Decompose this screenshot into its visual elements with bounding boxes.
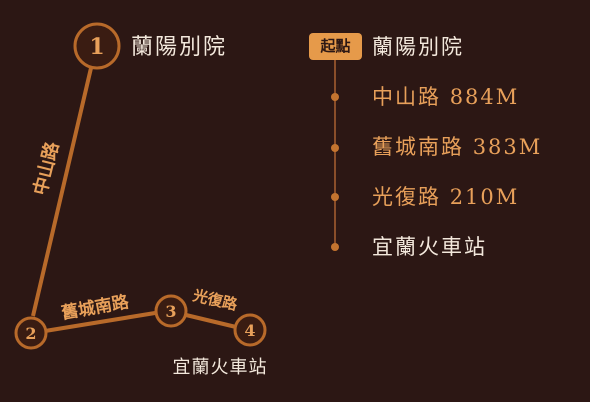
road-line-zhongshan [31, 67, 93, 317]
node-2: 2 [14, 316, 48, 350]
start-badge: 起點 [309, 33, 362, 60]
route-leg-1: 中山路 884M [372, 83, 519, 111]
route-leg-road: 光復路 [372, 185, 441, 209]
route-origin: 蘭陽別院 [372, 35, 464, 59]
route-leg-distance: 210M [449, 185, 520, 209]
timeline-dot [331, 243, 339, 251]
node-1-number: 1 [89, 34, 104, 60]
road-line-jiuchengnan [44, 311, 156, 333]
node-1: 1 [73, 22, 121, 70]
node-3-number: 3 [165, 302, 176, 321]
timeline-dot [331, 193, 339, 201]
node-3: 3 [154, 294, 188, 328]
node-4: 4 [233, 313, 267, 347]
timeline-dot [331, 93, 339, 101]
node-1-label: 蘭陽別院 [131, 35, 227, 60]
route-leg-3: 光復路 210M [372, 183, 519, 211]
node-4-label: 宜蘭火車站 [173, 357, 268, 378]
route-timeline-line [334, 60, 336, 250]
road-line-guangfu [185, 313, 237, 329]
route-leg-distance: 884M [449, 85, 520, 109]
route-leg-2: 舊城南路 383M [372, 133, 542, 161]
route-leg-distance: 383M [472, 135, 543, 159]
node-4-number: 4 [244, 321, 255, 340]
node-2-number: 2 [25, 324, 36, 343]
route-leg-road: 舊城南路 [372, 135, 464, 159]
route-leg-road: 中山路 [372, 85, 441, 109]
route-destination: 宜蘭火車站 [372, 235, 487, 259]
timeline-dot [331, 144, 339, 152]
